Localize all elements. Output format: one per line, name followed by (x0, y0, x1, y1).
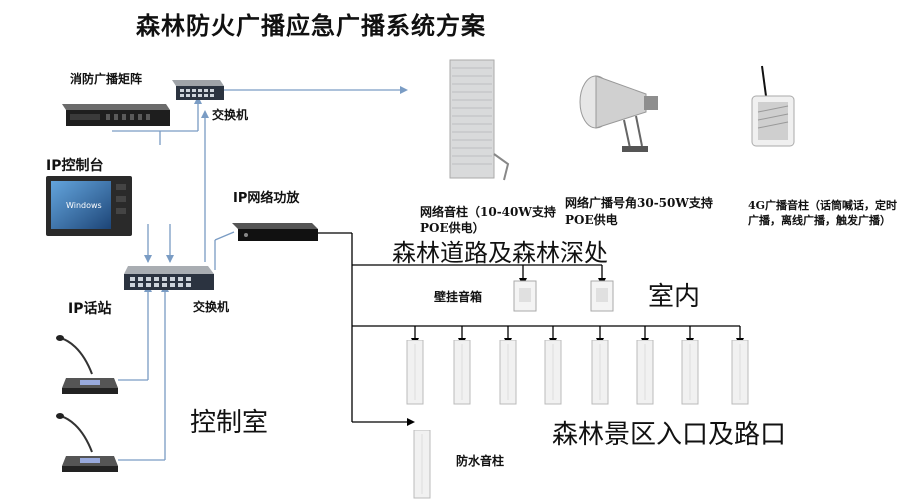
switch-bottom-device (124, 266, 214, 290)
ip-station-device-2 (56, 413, 118, 472)
ip-amp-label: IP网络功放 (233, 191, 300, 206)
ip-console-label: IP控制台 (46, 158, 104, 174)
switch-top-device (172, 80, 224, 100)
network-column-speaker-image (449, 59, 510, 181)
wall-speaker-label: 壁挂音箱 (434, 290, 483, 304)
forest-road-label: 森林道路及森林深处 (392, 239, 608, 267)
control-room-label: 控制室 (190, 408, 269, 438)
4g-column-label: 4G广播音柱（话筒喊话，定时广播，离线广播，触发广播） (748, 199, 898, 227)
broadcast-matrix-device (62, 104, 170, 126)
ip-station-label: IP话站 (68, 301, 112, 317)
scenic-entrance-label: 森林景区入口及路口 (552, 420, 787, 450)
waterproof-column-label: 防水音柱 (456, 454, 505, 468)
ip-station-device-1 (56, 335, 118, 394)
switch-bottom-label: 交换机 (193, 300, 230, 314)
4g-column-image (751, 65, 795, 147)
page-title: 森林防火广播应急广播系统方案 (136, 11, 486, 40)
indoor-label: 室内 (648, 282, 701, 312)
switch-top-label: 交换机 (212, 108, 249, 122)
wall-speaker-1 (513, 280, 537, 312)
scenic-column-speakers (406, 340, 749, 405)
ip-amplifier-device (232, 223, 318, 241)
matrix-label: 消防广播矩阵 (70, 72, 143, 86)
network-horn-label: 网络广播号角30-50W支持POE供电 (565, 196, 713, 227)
wall-speaker-2 (590, 280, 614, 312)
waterproof-column-device (413, 430, 431, 499)
console-screen-text: Windows (66, 201, 102, 210)
network-column-label: 网络音柱（10-40W支持POE供电） (420, 205, 556, 235)
network-horn-image (579, 75, 658, 152)
ip-console-device: Windows (46, 176, 132, 236)
